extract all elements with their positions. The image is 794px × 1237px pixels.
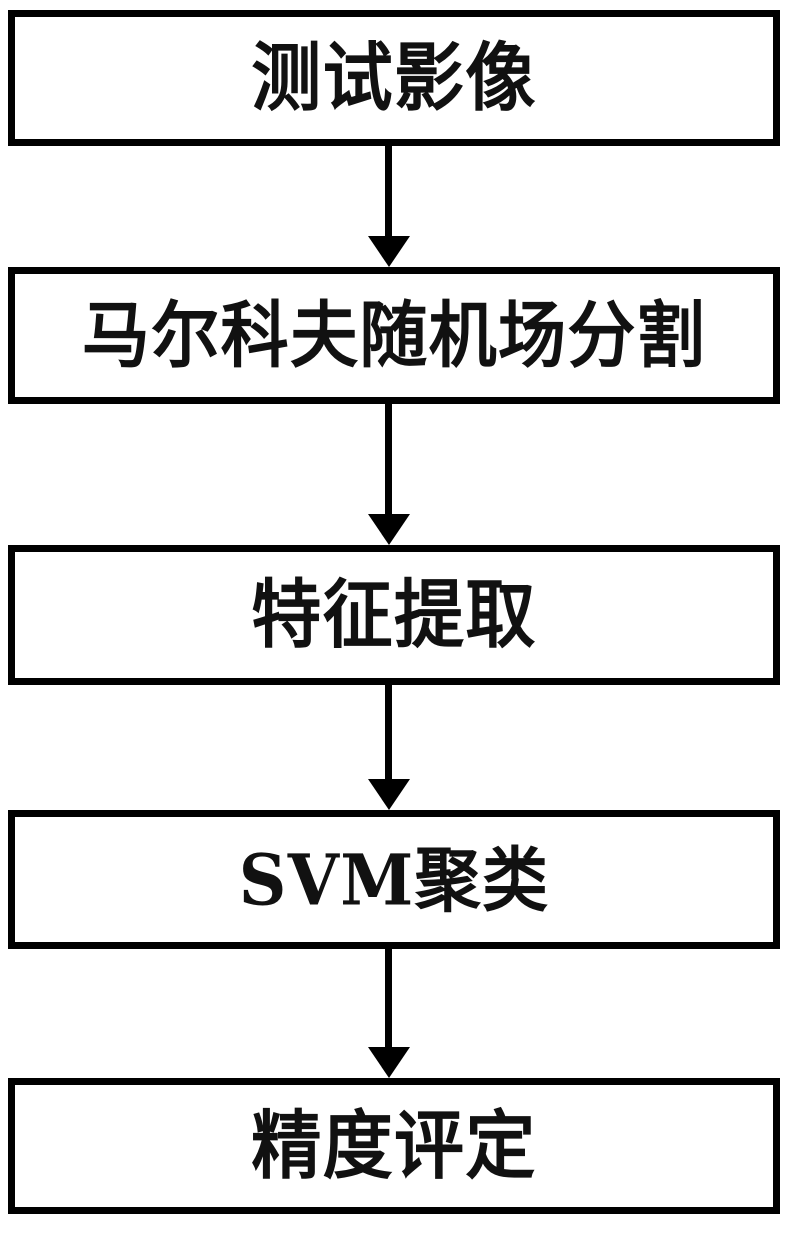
flowchart-arrow-test-image-to-markov-random-field-segmentation (0, 146, 794, 267)
flowchart-node-accuracy-assessment[interactable]: 精度评定 (8, 1078, 780, 1214)
arrow-stem (385, 146, 392, 238)
flowchart-node-test-image[interactable]: 测试影像 (8, 10, 780, 146)
flowchart-node-label: 马尔科夫随机场分割 (81, 293, 707, 378)
arrow-head-down-icon (368, 236, 410, 267)
flowchart-node-label: SVM聚类 (238, 838, 550, 921)
flowchart-node-label: 测试影像 (251, 33, 537, 122)
flowchart-node-label: 精度评定 (251, 1101, 537, 1190)
arrow-stem (385, 685, 392, 781)
arrow-head-down-icon (368, 1047, 410, 1078)
flowchart-node-label: 特征提取 (251, 570, 537, 659)
flowchart-arrow-feature-extraction-to-svm-clustering (0, 685, 794, 810)
arrow-head-down-icon (368, 514, 410, 545)
arrow-stem (385, 404, 392, 516)
arrow-head-down-icon (368, 779, 410, 810)
flowchart-arrow-svm-clustering-to-accuracy-assessment (0, 949, 794, 1078)
flowchart-node-feature-extraction[interactable]: 特征提取 (8, 545, 780, 685)
flowchart-node-svm-clustering[interactable]: SVM聚类 (8, 810, 780, 949)
flowchart-node-markov-random-field-segmentation[interactable]: 马尔科夫随机场分割 (8, 267, 780, 404)
flowchart-arrow-markov-random-field-segmentation-to-feature-extraction (0, 404, 794, 545)
arrow-stem (385, 949, 392, 1049)
